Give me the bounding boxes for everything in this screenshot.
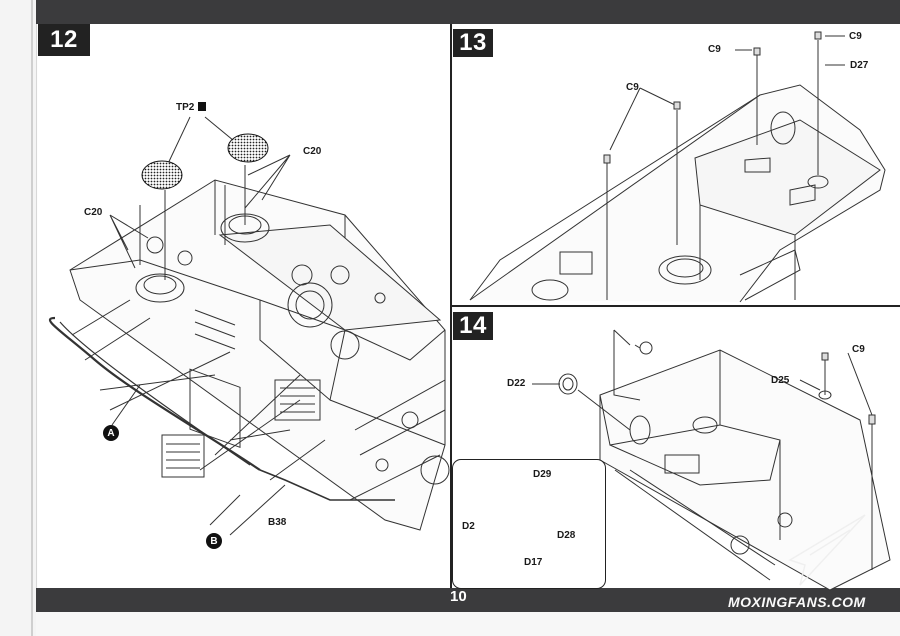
vertical-divider xyxy=(450,24,452,588)
tp2-photo-etch-icon xyxy=(198,102,206,111)
step-13-badge: 13 xyxy=(453,29,493,57)
label-c9-left: C9 xyxy=(626,82,639,93)
footer-band xyxy=(36,588,900,612)
page-binding-margin xyxy=(0,0,37,636)
label-d22: D22 xyxy=(507,378,526,389)
label-c9-mid: C9 xyxy=(708,44,721,55)
step-14-badge: 14 xyxy=(453,312,493,340)
step-13-hull-drawing xyxy=(469,31,886,303)
binding-line xyxy=(31,0,33,636)
tp2-mesh-screen-right xyxy=(227,133,269,163)
label-c9-right: C9 xyxy=(849,31,862,42)
label-c20-right: C20 xyxy=(303,146,322,157)
header-band xyxy=(36,0,900,24)
callout-b: B xyxy=(206,533,222,549)
footer-margin xyxy=(36,612,900,636)
label-c9: C9 xyxy=(852,344,865,355)
label-d28: D28 xyxy=(557,530,576,541)
step-14-detail-inset xyxy=(452,459,606,589)
step-12-badge: 12 xyxy=(38,24,90,56)
callout-a: A xyxy=(103,425,119,441)
horizontal-divider xyxy=(452,305,900,307)
tp2-mesh-screen-left xyxy=(141,160,183,190)
label-d27: D27 xyxy=(850,60,869,71)
label-c20-left: C20 xyxy=(84,207,103,218)
label-d29: D29 xyxy=(533,469,552,480)
label-tp2: TP2 xyxy=(176,102,195,113)
label-d17: D17 xyxy=(524,557,543,568)
label-b38: B38 xyxy=(268,517,287,528)
watermark-text: MOXINGFANS.COM xyxy=(728,594,866,610)
label-d2: D2 xyxy=(462,521,475,532)
watermark-logo xyxy=(788,514,866,586)
label-d25: D25 xyxy=(771,375,790,386)
step-12-hull-drawing xyxy=(48,116,450,536)
page-number: 10 xyxy=(450,588,467,605)
